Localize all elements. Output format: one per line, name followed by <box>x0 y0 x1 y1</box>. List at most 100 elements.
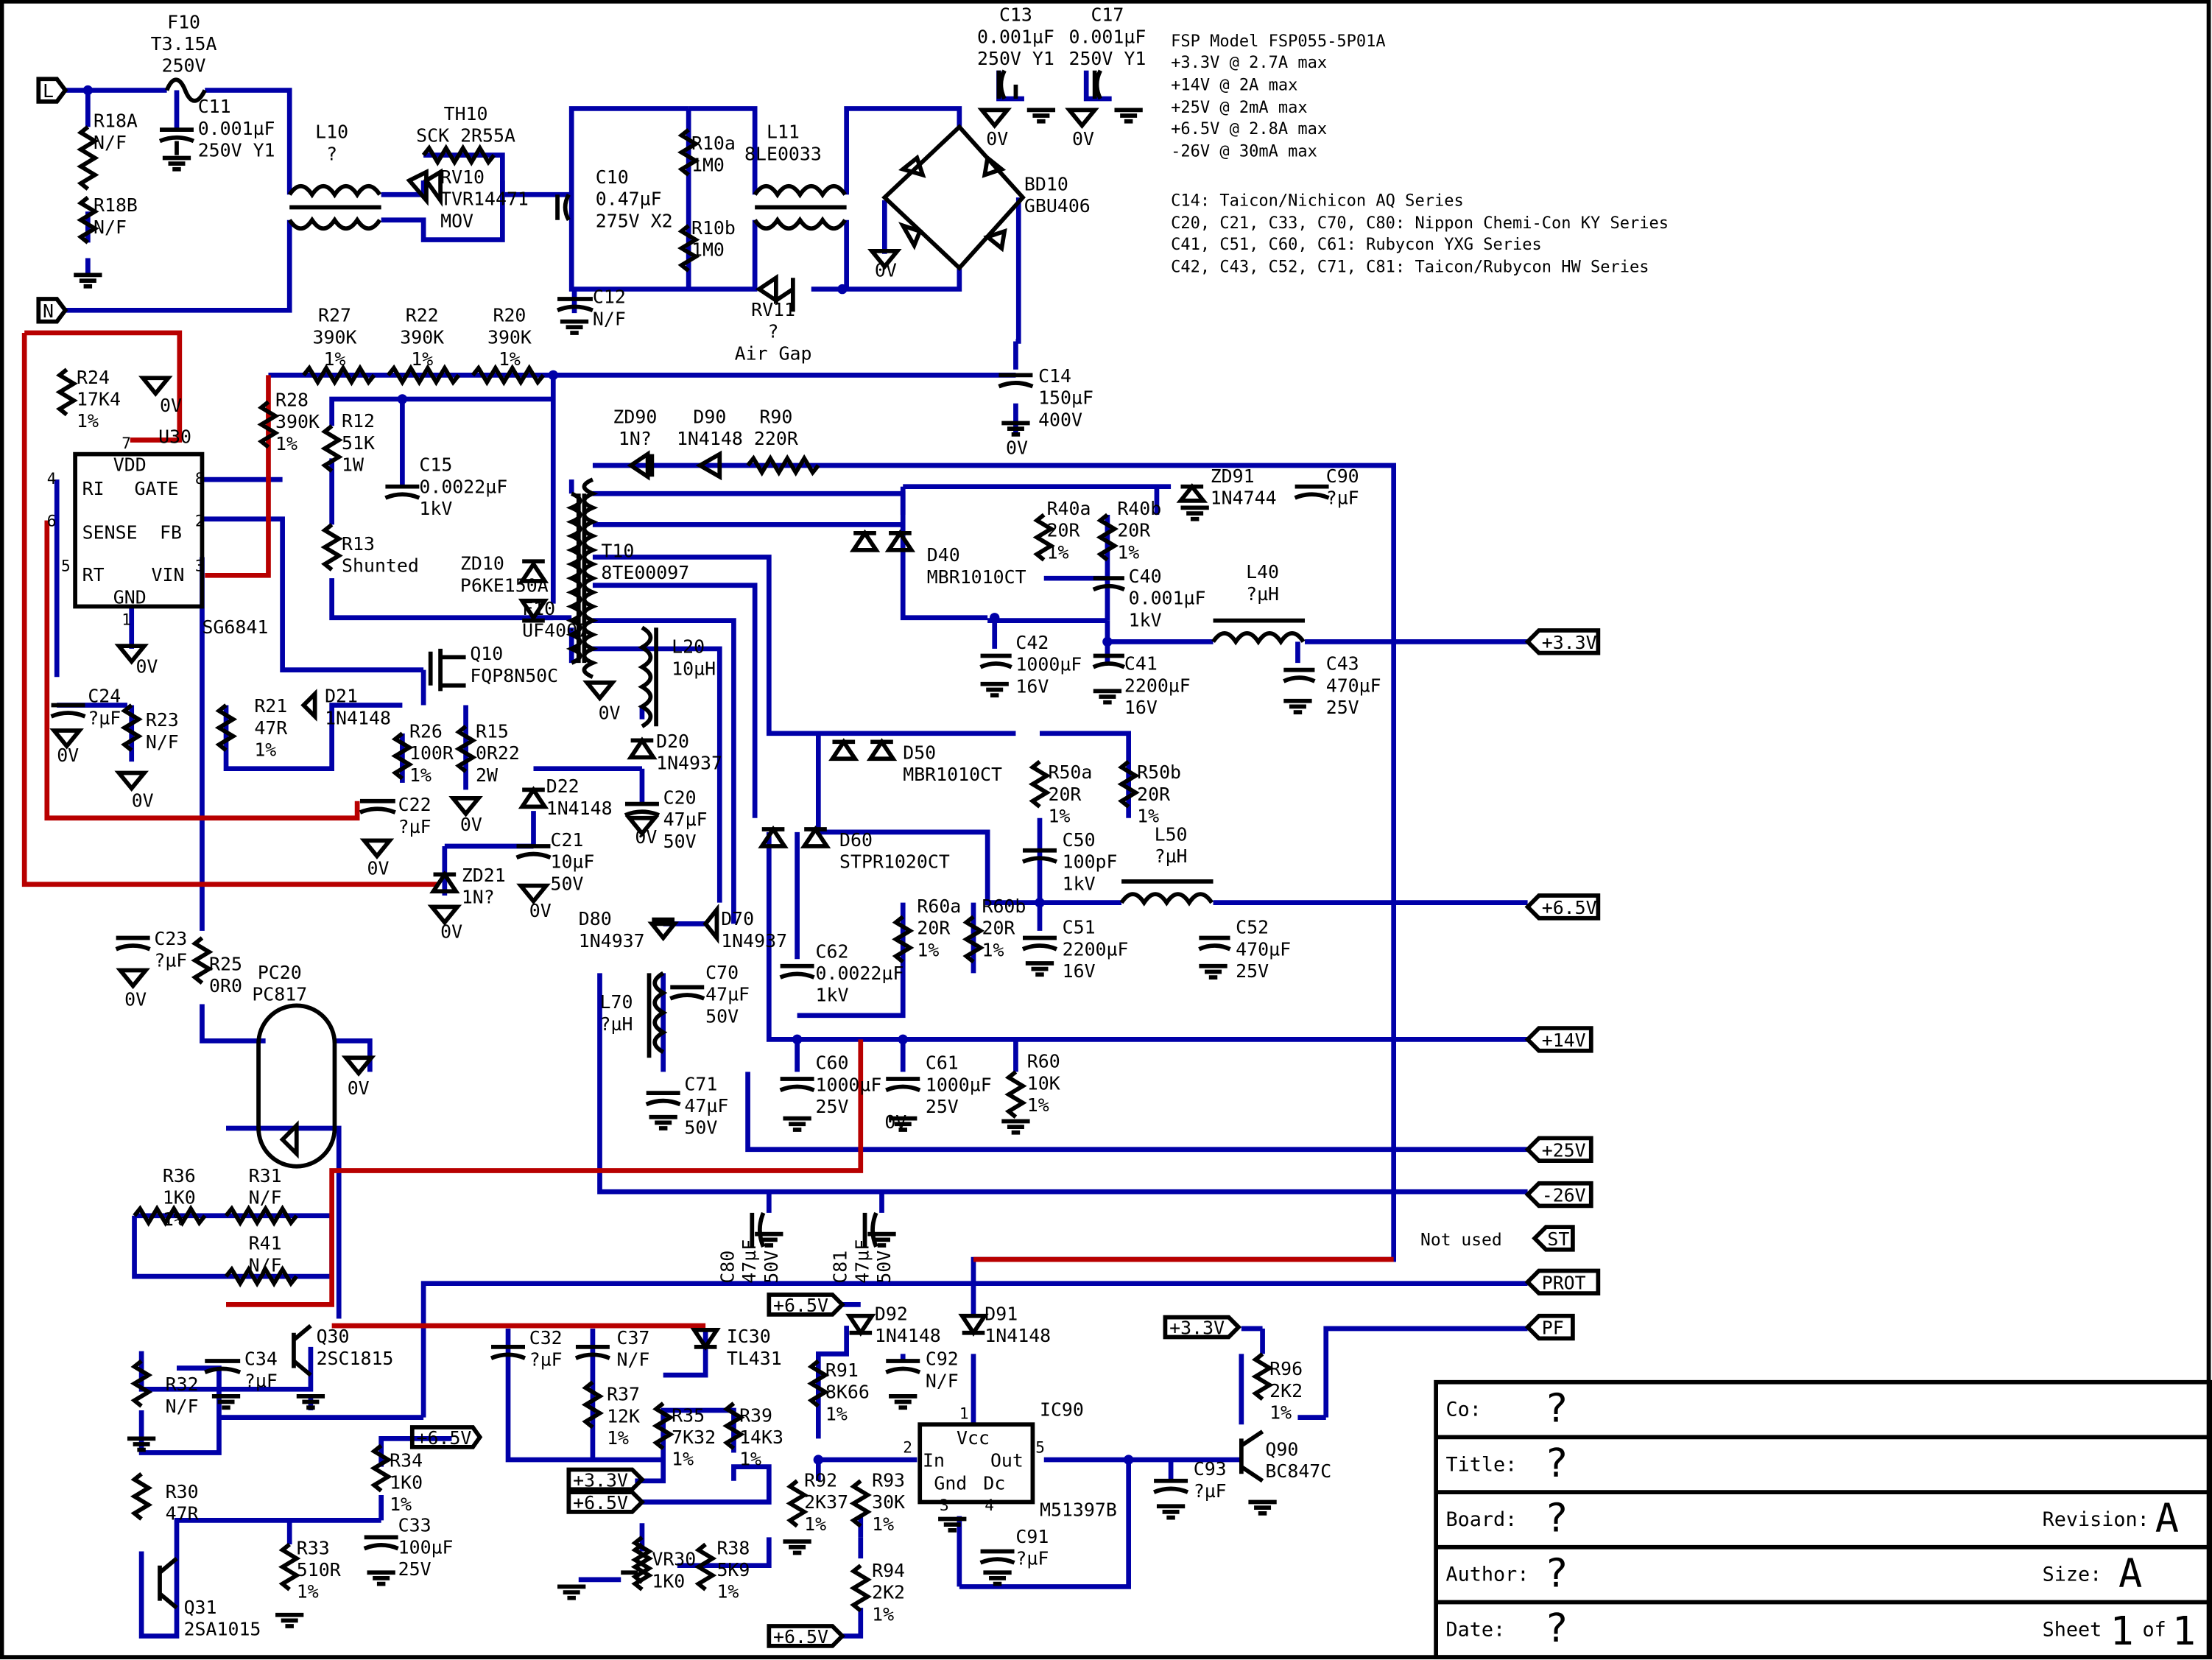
component-label-line: 0.001µF <box>1068 26 1146 47</box>
component-label-line: ?µH <box>1246 583 1279 605</box>
component-label-line: L70 <box>600 991 633 1013</box>
port-in-3v3-b: +3.3V <box>573 1469 628 1491</box>
port-in-6v5-d: +6.5V <box>773 1626 828 1647</box>
ground-label: 0V <box>124 988 147 1010</box>
component-label-line: R41 <box>249 1233 282 1254</box>
component-label-line: TH10 <box>444 103 488 124</box>
component-label-line: R31 <box>249 1165 282 1186</box>
component-label-line: Air Gap <box>735 342 812 364</box>
note-caps: C20, C21, C33, C70, C80: Nippon Chemi-Co… <box>1171 214 1669 233</box>
component-label-line: MOV <box>440 210 473 231</box>
component-label-line: R40a <box>1047 498 1091 519</box>
component-label-line: 2K37 <box>804 1491 848 1513</box>
red-wires <box>21 330 1394 1329</box>
ground-label: 0V <box>1006 437 1028 459</box>
component-label-line: Q90 <box>1265 1438 1298 1460</box>
component-label-line: R38 <box>716 1537 750 1558</box>
component-label-line: ?µH <box>1155 845 1188 867</box>
tb-revision-value: A <box>2155 1495 2179 1541</box>
component-label-line: 100R <box>409 742 454 764</box>
tb-revision-label: Revision: <box>2043 1508 2149 1531</box>
ground-label: 0V <box>135 655 158 677</box>
component-label-line: F10 <box>167 11 200 32</box>
component-label: RV11?Air Gap <box>735 299 812 364</box>
component-label-line: C14 <box>1038 365 1071 387</box>
ic90-pin-5: 5 <box>1035 1438 1045 1456</box>
component-label-line: D40 <box>927 544 960 566</box>
component-label-line: 1kV <box>1063 873 1096 894</box>
component-label-line: 8TE00097 <box>601 562 689 583</box>
component-label-line: 510R <box>297 1559 341 1580</box>
component-label-line: 25V <box>816 1096 849 1117</box>
port-st: ST <box>1547 1228 1569 1250</box>
component-label-line: 1% <box>297 1581 319 1603</box>
component-label-line: L20 <box>672 636 705 658</box>
component-label-line: VR30 <box>652 1549 696 1570</box>
tb-date-label: Date: <box>1446 1618 1506 1641</box>
component-label-line: 2W <box>476 764 498 786</box>
component-label-line: C37 <box>616 1327 649 1348</box>
component-label-line: 1N4937 <box>579 930 645 952</box>
st-note: Not used <box>1420 1231 1502 1250</box>
component-label-line: 7K32 <box>672 1427 716 1448</box>
component-label-line: R23 <box>146 709 179 731</box>
component-label-line: Shunted <box>342 555 419 577</box>
component-label-line: 25V <box>926 1096 959 1117</box>
component-label-line: ZD10 <box>460 553 504 574</box>
component-label-line: 1W <box>342 454 364 476</box>
component-label-line: 1N4148 <box>875 1325 941 1346</box>
component-label: SG6841 <box>202 616 268 638</box>
component-label-line: 1% <box>254 739 276 760</box>
note-caps: C14: Taicon/Nichicon AQ Series <box>1171 192 1464 211</box>
component-label-line: C71 <box>684 1073 717 1094</box>
component-label-line: D90 <box>693 407 726 428</box>
component-label-line: 20R <box>1137 784 1170 805</box>
port-14v: +14V <box>1542 1030 1586 1051</box>
tb-author-label: Author: <box>1446 1564 1529 1586</box>
component-label-line: 1% <box>1117 541 1139 563</box>
component-label-line: 47R <box>166 1502 199 1524</box>
component-label-line: 470µF <box>1326 675 1381 696</box>
port-flags <box>36 77 1601 1648</box>
component-label-line: R36 <box>163 1165 196 1186</box>
tb-of-label: of <box>2143 1618 2166 1641</box>
component-label-line: 47µF <box>663 809 708 830</box>
ground-label: 0V <box>440 921 462 943</box>
component-label-line: ?µH <box>600 1013 633 1035</box>
component-label-line: 1N4148 <box>325 707 391 728</box>
component-label-line: 1N4937 <box>656 753 722 774</box>
tb-co-value: ? <box>1545 1385 1568 1431</box>
note-model: FSP Model FSP055-5P01A <box>1171 32 1386 51</box>
component-label-line: 10µH <box>672 658 716 679</box>
ic90-pin-gnd: Gnd <box>934 1472 967 1494</box>
component-label: C24?µF <box>88 686 121 729</box>
title-block: Co: Title: Board: Author: Date: Revision… <box>1434 1379 2212 1660</box>
component-label-line: C60 <box>816 1052 849 1074</box>
component-label-line: U30 <box>158 426 191 447</box>
u30-pin-rt: RT <box>82 564 105 585</box>
component-label: C90?µF <box>1326 465 1359 509</box>
component-label-line: 400V <box>1038 409 1082 430</box>
ic90-pin-3: 3 <box>940 1496 949 1514</box>
